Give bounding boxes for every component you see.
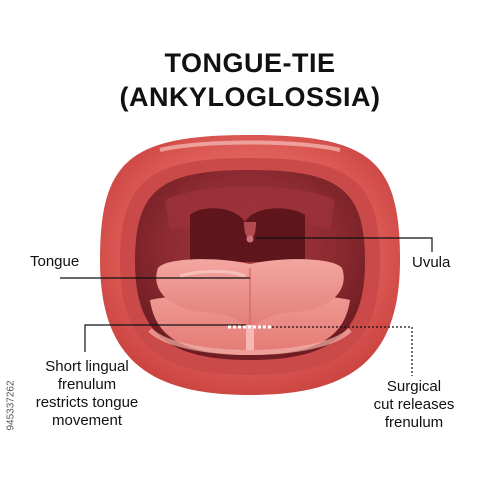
lip-highlight <box>159 140 341 152</box>
frenulum-callout-line <box>84 324 246 352</box>
surgical-cut-line-3: frenulum <box>384 414 444 431</box>
short-frenulum-line-2: frenulum <box>57 376 117 393</box>
tongue-highlight <box>179 270 246 278</box>
diagram-title-line-2: (ANKYLOGLOSSIA) <box>119 82 381 112</box>
surgical-callout-line <box>272 326 413 376</box>
lingual-frenulum <box>246 325 254 350</box>
tongue-label: Tongue <box>30 253 80 270</box>
short-frenulum-line-1: Short lingual <box>45 358 129 375</box>
surgical-cut-line-1: Surgical <box>386 378 442 395</box>
surgical-cut-label: Surgical cut releases frenulum <box>360 378 468 432</box>
surgical-cut-line-2: cut releases <box>373 396 455 413</box>
short-frenulum-label: Short lingual frenulum restricts tongue … <box>22 358 152 430</box>
uvula-callout-line <box>256 237 433 252</box>
lower-gum-ridge <box>148 328 352 355</box>
side-id-text: 945337262 <box>5 380 17 431</box>
uvula-label: Uvula <box>412 254 451 271</box>
short-frenulum-line-4: movement <box>51 412 123 429</box>
diagram-title-line-1: TONGUE-TIE <box>164 48 336 78</box>
uvula-tip <box>246 235 254 243</box>
uvula <box>244 222 256 240</box>
short-frenulum-line-3: restricts tongue <box>35 394 139 411</box>
